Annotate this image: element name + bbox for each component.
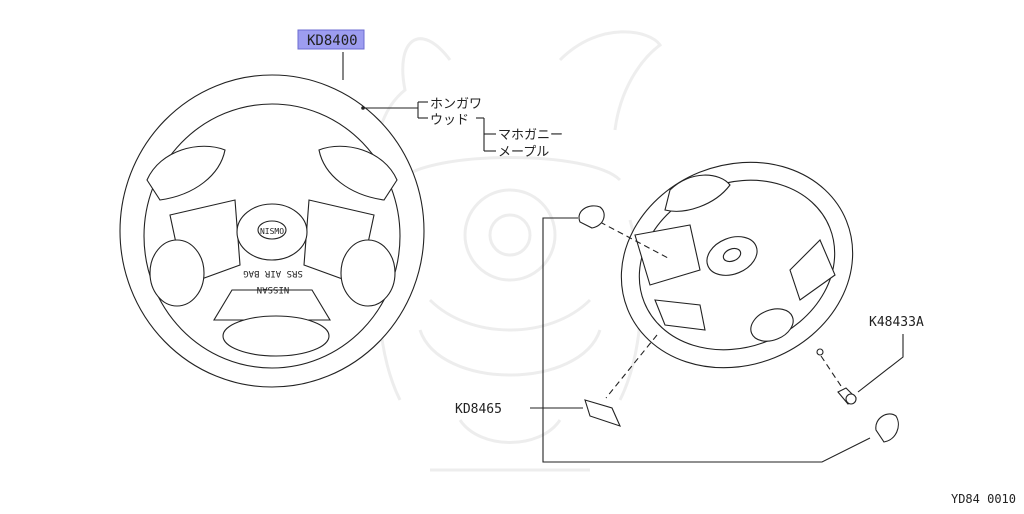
label-wood: ウッド <box>430 113 469 128</box>
label-mahogany: マホガニー <box>498 128 563 143</box>
assembly-line-2 <box>605 334 658 399</box>
wheel2-slot <box>654 299 706 331</box>
wheel2-bottom-pad <box>750 308 794 342</box>
steering-wheel-perspective-view[interactable] <box>590 128 884 402</box>
wheel2-grip-top <box>664 174 731 212</box>
trim-piece-middle <box>584 399 622 427</box>
hub-emblem <box>257 220 287 240</box>
label-maple: メープル <box>498 145 549 160</box>
thumb-pad-left <box>149 239 205 307</box>
grip-pad-left <box>146 145 226 201</box>
part-kd8465-group[interactable]: KD8465 <box>455 205 899 463</box>
assembly-line-1 <box>599 221 669 259</box>
steering-wheel-front-view[interactable]: NISMO SRS AIR BAG NISSAN <box>119 52 425 388</box>
assembly-line-3 <box>820 355 846 393</box>
grip-pad-right <box>318 145 398 201</box>
part-k48433a-group[interactable]: K48433A <box>837 315 924 405</box>
hub-nissan-text: NISSAN <box>257 284 290 294</box>
wheel2-spoke-left <box>634 224 701 286</box>
screw-head <box>845 393 857 405</box>
callout-highlight <box>297 29 365 50</box>
figure-code: YD84 0010 <box>951 492 1016 506</box>
bottom-pad <box>222 315 330 357</box>
label-horn-side: ホンガワ <box>430 97 482 112</box>
wheel2-spoke-right <box>789 239 836 301</box>
leader-bracket-kd8465 <box>542 217 871 463</box>
thumb-pad-right <box>340 239 396 307</box>
trim-piece-upper <box>578 205 605 229</box>
screw-hole <box>816 348 824 356</box>
part-number-kd8465[interactable]: KD8465 <box>455 402 502 417</box>
callout-kd8400[interactable]: KD8400 <box>297 29 365 50</box>
part-number-kd8400[interactable]: KD8400 <box>307 33 358 49</box>
variant-tree: ホンガワ ウッド マホガニー メープル <box>417 97 563 160</box>
trim-piece-lower <box>875 413 899 443</box>
leader-k48433a <box>857 334 904 393</box>
spoke-bottom <box>213 289 331 321</box>
wheel2-emblem <box>722 247 742 263</box>
hub-emblem-text: NISMO <box>260 227 284 236</box>
part-number-k48433a[interactable]: K48433A <box>869 315 924 330</box>
hub-airbag-text: SRS AIR BAG <box>243 268 303 278</box>
